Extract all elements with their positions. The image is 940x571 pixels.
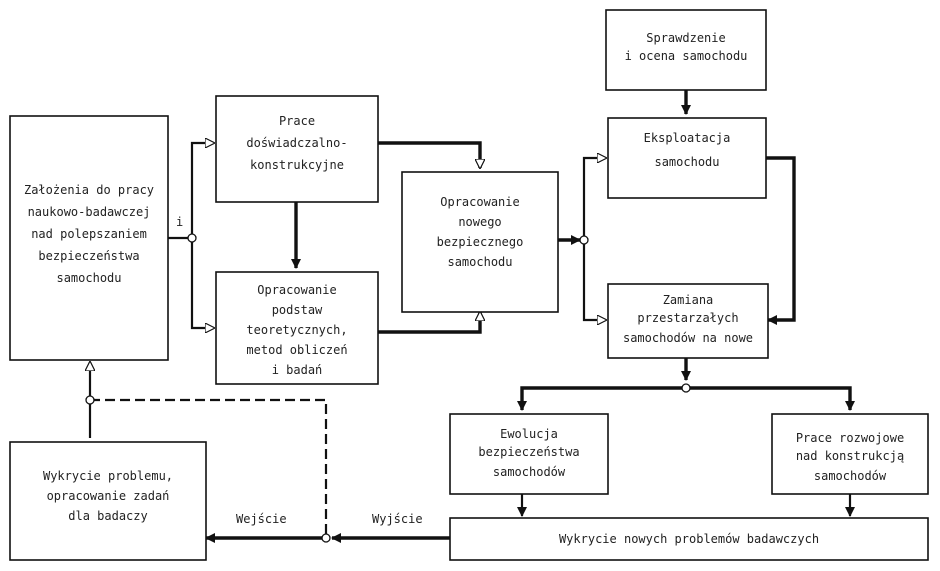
- junction-node: [85, 395, 95, 405]
- box-new-problems: Wykrycie nowych problemów badawczych: [449, 517, 929, 561]
- junction-node: [579, 235, 589, 245]
- junction-node: [681, 383, 691, 393]
- label-output: Wyjście: [372, 512, 423, 526]
- junction-nodes: [85, 233, 691, 543]
- connectors: [90, 90, 855, 543]
- junction-node: [187, 233, 197, 243]
- label-mark-i: i: [176, 215, 183, 229]
- junction-node: [321, 533, 331, 543]
- label-input: Wejście: [236, 512, 287, 526]
- box-line: Wykrycie nowych problemów badawczych: [559, 532, 819, 546]
